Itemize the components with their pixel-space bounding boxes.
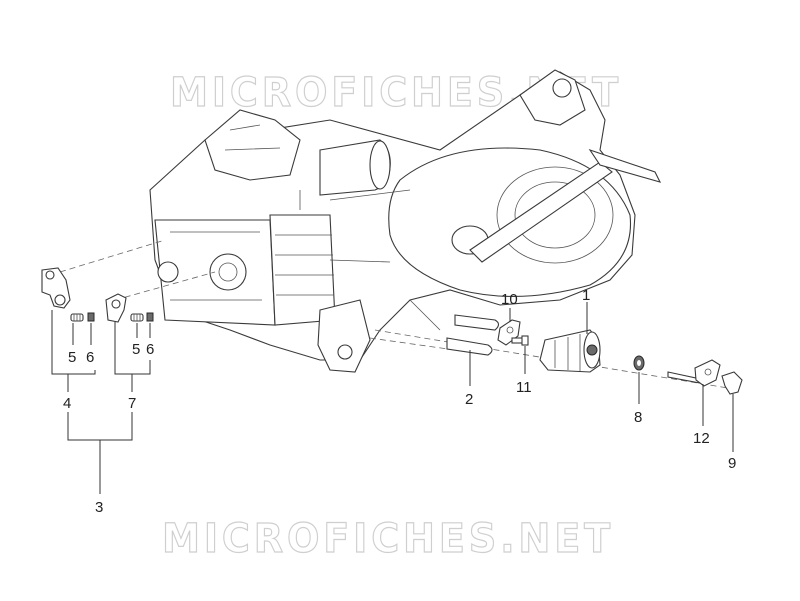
part-5-stud-b xyxy=(130,313,144,322)
callout-4: 4 xyxy=(63,395,71,412)
part-10-plate xyxy=(497,319,521,346)
callout-1: 1 xyxy=(582,287,590,304)
part-5-stud-a xyxy=(70,313,84,322)
callout-11: 11 xyxy=(516,379,532,396)
callout-6a: 6 xyxy=(86,349,94,366)
part-7-rocker xyxy=(105,293,127,323)
callout-6b: 6 xyxy=(146,341,154,358)
engine-assembly xyxy=(149,69,662,373)
callout-5b: 5 xyxy=(132,341,140,358)
callouts: 1 2 3 4 5 6 5 6 7 8 9 10 11 12 xyxy=(63,287,736,516)
callout-7: 7 xyxy=(128,395,136,412)
part-2-pin xyxy=(446,314,500,356)
part-9-clip xyxy=(721,371,743,395)
part-12-shaft xyxy=(667,359,721,387)
callout-5a: 5 xyxy=(68,349,76,366)
callout-2: 2 xyxy=(465,391,473,408)
part-6-nut-a xyxy=(87,312,95,322)
callout-3: 3 xyxy=(95,499,103,516)
watermark-bottom: MICROFICHES.NET xyxy=(162,516,614,562)
callout-9: 9 xyxy=(728,455,736,472)
part-6-nut-b xyxy=(146,312,154,322)
callout-12: 12 xyxy=(693,430,710,447)
leader-lines xyxy=(51,302,734,494)
part-4-rocker xyxy=(41,267,71,309)
part-8-washer xyxy=(633,355,645,371)
part-11-bolt xyxy=(511,335,529,346)
callout-10: 10 xyxy=(501,291,518,308)
callout-8: 8 xyxy=(634,409,642,426)
part-1-drum xyxy=(539,329,601,373)
